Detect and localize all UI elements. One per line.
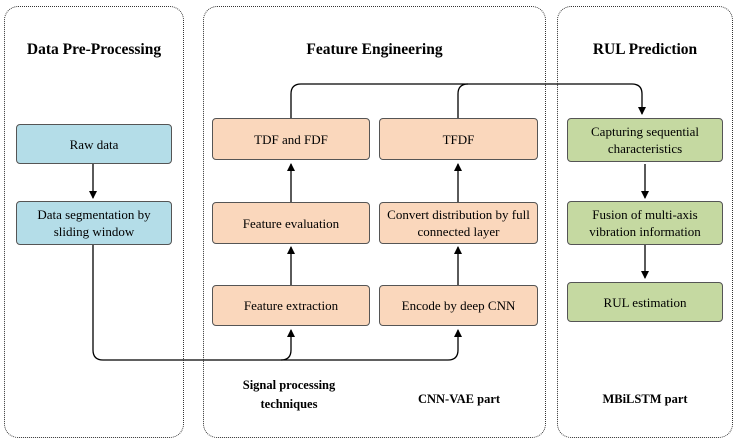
caption-mbilstm: MBiLSTM part (602, 392, 688, 406)
arrow-tfdf-join (457, 83, 469, 118)
box-tdf-fdf: TDF and FDF (212, 118, 370, 160)
box-feature-extraction: Feature extraction (212, 285, 370, 326)
box-capturing-sequential: Capturing sequential characteristics (567, 118, 723, 162)
panel-feature-engineering: Feature Engineering (203, 6, 546, 438)
box-data-segmentation: Data segmentation by sliding window (16, 201, 172, 245)
panel-title-rul-prediction: RUL Prediction (592, 41, 698, 58)
box-rul-estimation: RUL estimation (567, 282, 723, 322)
box-raw-data: Raw data (16, 124, 172, 164)
box-feature-evaluation: Feature evaluation (212, 202, 370, 244)
box-encode-deep-cnn: Encode by deep CNN (379, 285, 538, 326)
panel-data-preprocessing: Data Pre-Processing (4, 6, 184, 438)
panel-rul-prediction: RUL Prediction (557, 6, 733, 438)
arrow-segmentation-to-extraction (92, 245, 295, 361)
panel-title-preprocessing: Data Pre-Processing (26, 41, 162, 58)
box-fusion-vibration: Fusion of multi-axis vibration informati… (567, 201, 723, 245)
caption-signal-processing: Signal processing techniques (242, 378, 336, 411)
box-convert-distribution: Convert distribution by full connected l… (379, 202, 538, 244)
caption-cnn-vae: CNN-VAE part (417, 392, 501, 406)
panel-title-feature-engineering: Feature Engineering (306, 41, 443, 58)
box-tfdf: TFDF (379, 118, 538, 160)
arrow-segmentation-to-encode (281, 329, 462, 361)
